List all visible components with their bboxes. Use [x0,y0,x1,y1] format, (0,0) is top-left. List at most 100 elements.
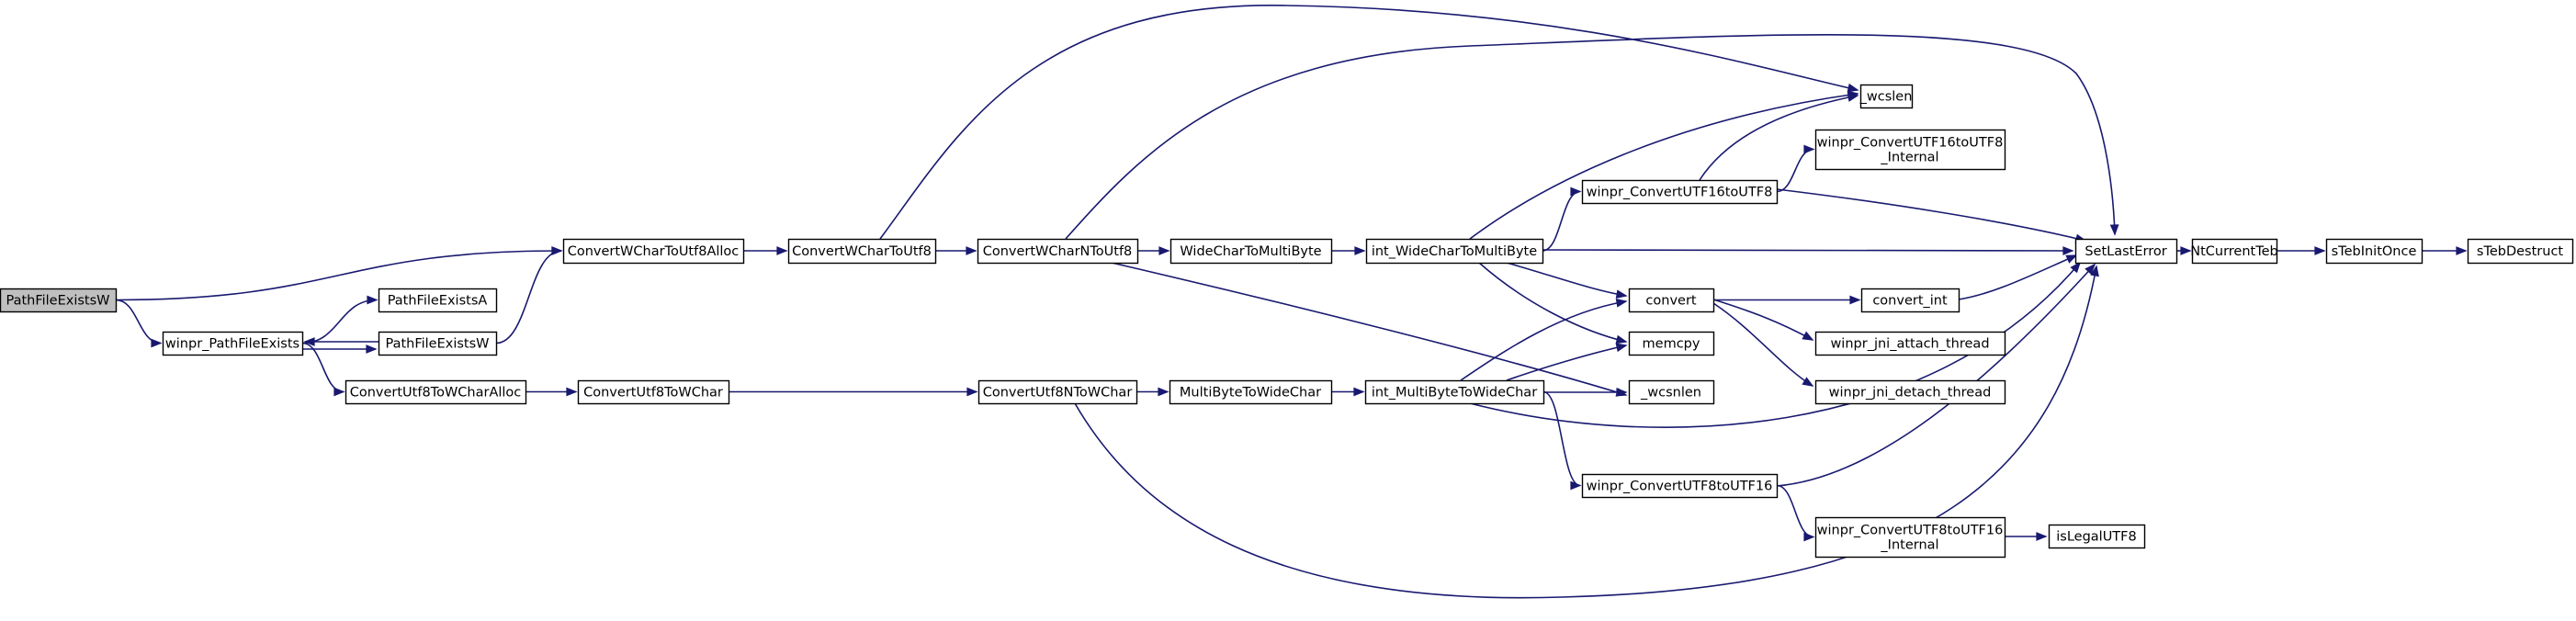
function-node-box[interactable] [1365,238,1544,265]
edge-n13-to-n15 [1542,390,1581,487]
edge-n6-to-n16 [879,5,1859,240]
function-node-box[interactable] [577,379,730,405]
function-node-box[interactable] [787,238,937,265]
function-node[interactable]: WideCharToMultiByte [1169,238,1333,265]
function-node-box[interactable] [162,331,304,356]
edge-n4-to-n1-arrowhead [303,337,315,346]
function-node-box[interactable] [0,288,118,313]
function-node[interactable]: PathFileExistsA [378,288,498,313]
function-node-box[interactable] [1628,379,1715,405]
edge-n12-to-n18 [1506,262,1627,297]
function-node-box[interactable] [977,238,1139,265]
function-node[interactable]: ConvertUtf8ToWChar [577,379,730,405]
function-node-box[interactable] [2467,238,2574,265]
edge-n14-to-n25 [1776,188,2086,242]
function-node[interactable]: ConvertWCharNToUtf8 [977,238,1139,265]
function-node[interactable]: convert [1628,288,1715,313]
function-node[interactable]: sTebDestruct [2467,238,2574,265]
function-node-box[interactable] [1364,379,1545,405]
function-node[interactable]: winpr_jni_attach_thread [1814,331,2006,356]
function-node-box[interactable] [1169,238,1333,265]
function-node-box[interactable] [2325,238,2423,265]
function-node-box[interactable] [562,238,745,265]
function-node[interactable]: winpr_PathFileExists [162,331,304,356]
function-node-label: winpr_jni_attach_thread [1830,337,1989,352]
function-node[interactable]: winpr_ConvertUTF8toUTF16 [1581,473,1779,499]
function-node-box[interactable] [2191,238,2278,265]
function-node[interactable]: PathFileExistsW [0,288,118,313]
edge-n5-to-n7-arrowhead [566,387,578,397]
edge-n12-to-n14 [1542,190,1581,252]
function-node-label: winpr_ConvertUTF16toUTF8 [1817,136,2004,151]
function-node[interactable]: winpr_ConvertUTF16toUTF8_Internal [1814,129,2006,171]
function-node-box[interactable] [1860,288,1960,313]
function-node[interactable]: memcpy [1628,331,1715,356]
function-node[interactable]: winpr_jni_detach_thread [1814,379,2006,405]
edge-n13-to-n20-arrowhead [1616,388,1628,397]
function-node[interactable]: convert_int [1860,288,1960,313]
function-node-box[interactable] [378,331,498,356]
function-node-label: winpr_ConvertUTF8toUTF16 [1817,524,2004,538]
edge-n9-to-n11-arrowhead [1158,387,1169,397]
function-node[interactable]: ConvertUtf8ToWCharAlloc [345,379,527,405]
edges-layer [115,5,2468,599]
function-node-box[interactable] [1169,379,1333,405]
function-node[interactable]: int_MultiByteToWideChar [1364,379,1545,405]
edge-n10-to-n12-arrowhead [1354,246,1366,255]
function-node-box[interactable] [2074,238,2178,265]
edge-n12-to-n25 [1542,249,2073,252]
edge-n12-to-n25-arrowhead [2062,246,2074,255]
edge-n15-to-n21-arrowhead [1803,532,1815,542]
edge-n1-to-n3-arrowhead [367,295,378,305]
function-node-box[interactable] [1581,473,1779,499]
function-node[interactable]: isLegalUTF8 [2048,524,2146,549]
function-node-label: sTebInitOnce [2332,244,2417,259]
edge-n12-to-n19-arrowhead [1615,334,1628,344]
function-node[interactable]: ConvertWCharToUtf8Alloc [562,238,745,265]
edge-n13-to-n18 [1460,300,1627,381]
function-node[interactable]: SetLastError [2074,238,2178,265]
function-node[interactable]: NtCurrentTeb [2190,238,2278,265]
function-node-box[interactable] [1628,288,1715,313]
function-node[interactable]: int_WideCharToMultiByte [1365,238,1544,265]
function-node-label: WideCharToMultiByte [1180,244,1321,259]
edge-n13-to-n19 [1506,344,1627,381]
edge-n14-to-n17 [1776,148,1814,193]
function-node[interactable]: ConvertUtf8NToWChar [977,379,1138,405]
function-node-box[interactable] [1628,331,1715,356]
function-node[interactable]: sTebInitOnce [2325,238,2423,265]
function-node-box[interactable] [1814,331,2006,356]
edge-n12-to-n19 [1478,262,1627,343]
function-node[interactable]: winpr_ConvertUTF16toUTF8 [1581,179,1779,205]
function-node-label: winpr_ConvertUTF8toUTF16 [1587,480,1773,494]
function-node-box[interactable] [1814,516,2006,559]
function-node[interactable]: ConvertWCharToUtf8 [787,238,937,265]
function-node-label: ConvertUtf8ToWCharAlloc [350,386,522,401]
edge-n1-to-n4-arrowhead [366,344,378,354]
function-node-box[interactable] [378,288,498,313]
edge-n13-to-n18-arrowhead [1615,298,1628,308]
function-node[interactable]: PathFileExistsW [378,331,498,356]
edge-n13-to-n15-arrowhead [1570,480,1582,491]
edge-n12-to-n18-arrowhead [1615,289,1628,299]
function-node[interactable]: _wcslen [1859,84,1914,109]
edge-n15-to-n21 [1776,484,1814,538]
function-node-box[interactable] [345,379,527,405]
function-node-box[interactable] [1581,179,1779,205]
function-node-box[interactable] [1859,84,1914,109]
edge-n18-to-n22-arrowhead [1849,295,1861,305]
edge-n4-to-n2-arrowhead [551,246,563,255]
edge-n8-to-n20 [1111,262,1627,396]
function-node-label: NtCurrentTeb [2190,244,2278,259]
edge-n1-to-n3 [301,299,378,344]
edge-n8-to-n25 [1065,34,2116,240]
edge-n7-to-n9-arrowhead [966,387,978,397]
function-node-box[interactable] [2048,524,2146,549]
function-node-box[interactable] [1814,379,2006,405]
function-node[interactable]: winpr_ConvertUTF8toUTF16_Internal [1814,516,2006,559]
function-node-box[interactable] [1814,129,2006,171]
function-node[interactable]: _wcsnlen [1628,379,1715,405]
function-node[interactable]: MultiByteToWideChar [1169,379,1333,405]
function-node-box[interactable] [977,379,1138,405]
nodes-layer: PathFileExistsWwinpr_PathFileExistsConve… [0,84,2574,559]
